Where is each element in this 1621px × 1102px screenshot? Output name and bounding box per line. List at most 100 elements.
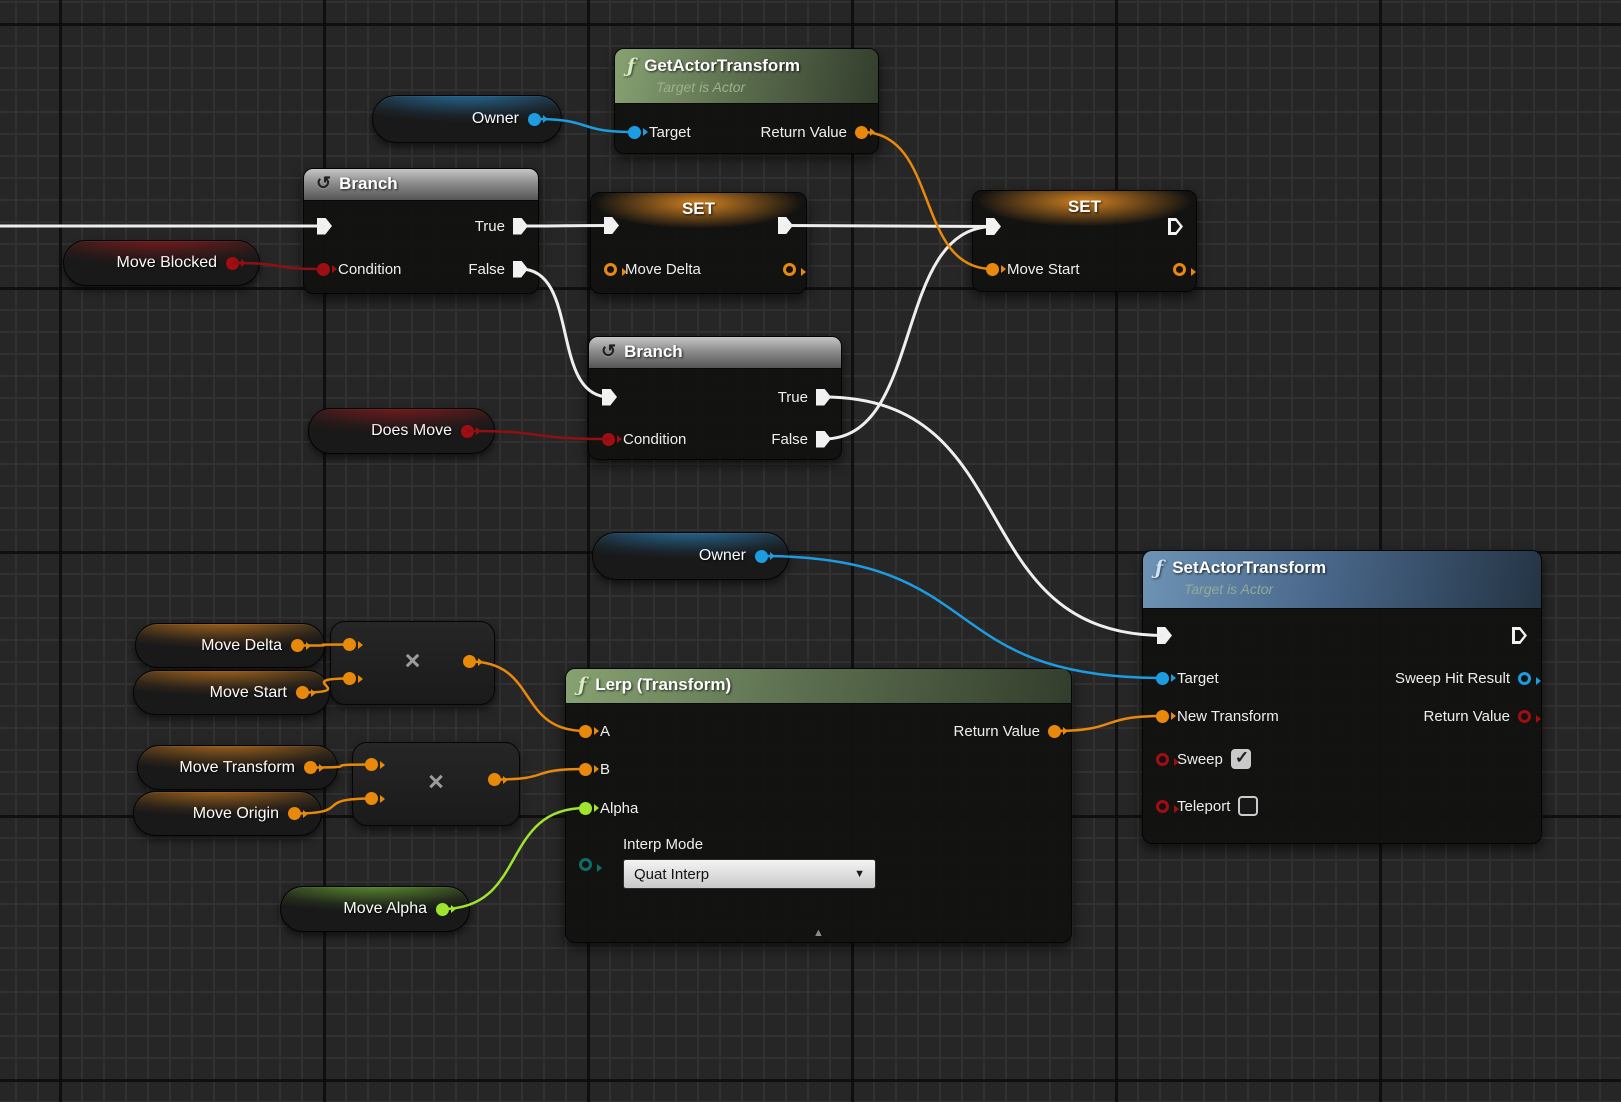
move-blocked-out-pin[interactable] [226,256,246,270]
move-start-out-pin[interactable] [296,686,316,699]
pill-move-origin[interactable]: Move Origin [133,791,322,836]
interp-mode-pin[interactable] [579,858,602,872]
move-start-out-pin[interactable] [1173,262,1196,276]
owner-out-pin[interactable] [755,549,775,563]
condition-pin[interactable] [317,262,337,276]
node-branch-2[interactable]: ↻ Branch True Condition False [588,336,842,460]
node-header[interactable]: ƒ Lerp (Transform) [566,669,1071,704]
return-value-pin[interactable] [1048,724,1068,738]
interp-mode-label: Interp Mode [623,836,704,853]
node-title: Branch [339,174,398,193]
condition-pin-label: Condition [338,260,402,278]
move-delta-in-pin[interactable] [604,262,627,276]
pill-label: Move Blocked [116,254,218,271]
pill-move-blocked[interactable]: Move Blocked [63,240,260,286]
exec-out-pin[interactable] [1512,627,1527,644]
condition-pin-label: Condition [623,430,687,448]
node-multiply-1[interactable]: × [330,621,495,705]
return-value-label: Return Value [953,722,1040,740]
wire-owner-2.out-to-set-actor-transform.target[interactable] [760,554,1164,680]
pill-move-transform[interactable]: Move Transform [137,745,338,790]
return-value-pin[interactable] [855,125,875,139]
variable-label: Move Delta [625,260,701,278]
false-exec-pin[interactable] [816,430,831,448]
node-set-move-delta[interactable]: SET Move Delta [590,192,807,294]
multiply-icon: × [404,645,421,676]
a-pin[interactable] [579,724,599,738]
exec-in-pin[interactable] [1157,627,1172,644]
move-origin-out-pin[interactable] [288,807,308,820]
target-pin[interactable] [1156,671,1176,685]
collapse-arrow-icon[interactable]: ▲ [813,927,824,939]
node-title: GetActorTransform [644,56,801,75]
owner-out-pin[interactable] [528,112,548,126]
function-icon: ƒ [1155,557,1164,579]
wire-branch2.true-to-set-actor-transform.exec-in[interactable] [822,395,1166,637]
wire-set-move-delta.exec-out-to-set-move-start.exec-in[interactable] [784,224,995,228]
branch-icon: ↻ [601,341,617,361]
alpha-pin-label: Alpha [600,799,639,817]
exec-in-pin[interactable] [602,388,617,406]
false-exec-pin[interactable] [513,260,528,278]
move-delta-out-pin[interactable] [291,639,311,652]
node-header[interactable]: ƒ GetActorTransform Target is Actor [615,49,878,104]
node-subtitle: Target is Actor [656,79,746,95]
node-branch-1[interactable]: ↻ Branch True Condition False [303,168,539,294]
b-pin[interactable] [579,762,599,776]
wire-branch2.false-to-set-move-start.exec-in[interactable] [822,225,995,441]
node-set-actor-transform[interactable]: ƒ SetActorTransform Target is Actor Targ… [1142,550,1542,844]
variable-label: Move Start [1007,260,1080,278]
dropdown-arrow-icon: ▼ [854,868,865,880]
target-pin-label: Target [1177,669,1219,687]
pill-owner-2[interactable]: Owner [592,532,789,580]
exec-in-pin[interactable] [986,218,1001,235]
pill-does-move[interactable]: Does Move [308,408,495,454]
pill-label: Move Origin [192,804,279,822]
exec-out-pin[interactable] [778,217,793,234]
pill-label: Move Delta [201,636,282,654]
exec-in-pin[interactable] [604,217,619,234]
node-multiply-2[interactable]: × [352,742,520,826]
move-transform-out-pin[interactable] [304,761,324,774]
node-set-move-start[interactable]: SET Move Start [972,190,1197,292]
does-move-out-pin[interactable] [461,424,481,438]
node-lerp-transform[interactable]: ƒ Lerp (Transform) A Return Value B Alph… [565,668,1072,943]
teleport-pin[interactable] [1156,799,1179,813]
interp-mode-value: Quat Interp [634,865,710,883]
node-title: SET [1067,197,1102,216]
interp-mode-dropdown[interactable]: Quat Interp ▼ [623,859,876,889]
target-pin[interactable] [628,125,648,139]
true-exec-pin[interactable] [816,388,831,406]
sweep-hit-result-pin[interactable] [1518,671,1541,685]
pill-move-delta[interactable]: Move Delta [135,623,325,668]
move-alpha-out-pin[interactable] [436,902,456,916]
node-header[interactable]: ↻ Branch [304,169,538,201]
sweep-pin[interactable] [1156,752,1179,766]
return-value-pin-label: Return Value [760,123,847,141]
node-header[interactable]: ƒ SetActorTransform Target is Actor [1143,551,1541,609]
move-delta-out-pin[interactable] [783,262,806,276]
pill-move-start[interactable]: Move Start [133,670,330,715]
sweep-checkbox[interactable] [1230,748,1251,769]
move-start-in-pin[interactable] [986,262,1006,276]
exec-in-pin[interactable] [317,217,332,235]
pill-owner-1[interactable]: Owner [372,95,562,143]
node-title: Branch [624,342,683,361]
node-get-actor-transform[interactable]: ƒ GetActorTransform Target is Actor Targ… [614,48,879,154]
node-header[interactable]: ↻ Branch [589,337,841,369]
node-title: Lerp (Transform) [595,675,732,694]
exec-out-pin[interactable] [1168,218,1183,235]
condition-pin[interactable] [602,432,622,446]
teleport-checkbox[interactable] [1238,796,1259,816]
new-transform-pin[interactable] [1156,709,1176,723]
b-pin-label: B [600,760,611,778]
pill-label: Move Alpha [343,900,427,917]
false-pin-label: False [771,430,808,448]
return-value-pin[interactable] [1518,709,1541,723]
return-value-label: Return Value [1423,707,1510,725]
true-pin-label: True [777,388,808,406]
alpha-pin[interactable] [579,801,599,815]
true-exec-pin[interactable] [513,217,528,235]
pill-move-alpha[interactable]: Move Alpha [280,886,470,932]
